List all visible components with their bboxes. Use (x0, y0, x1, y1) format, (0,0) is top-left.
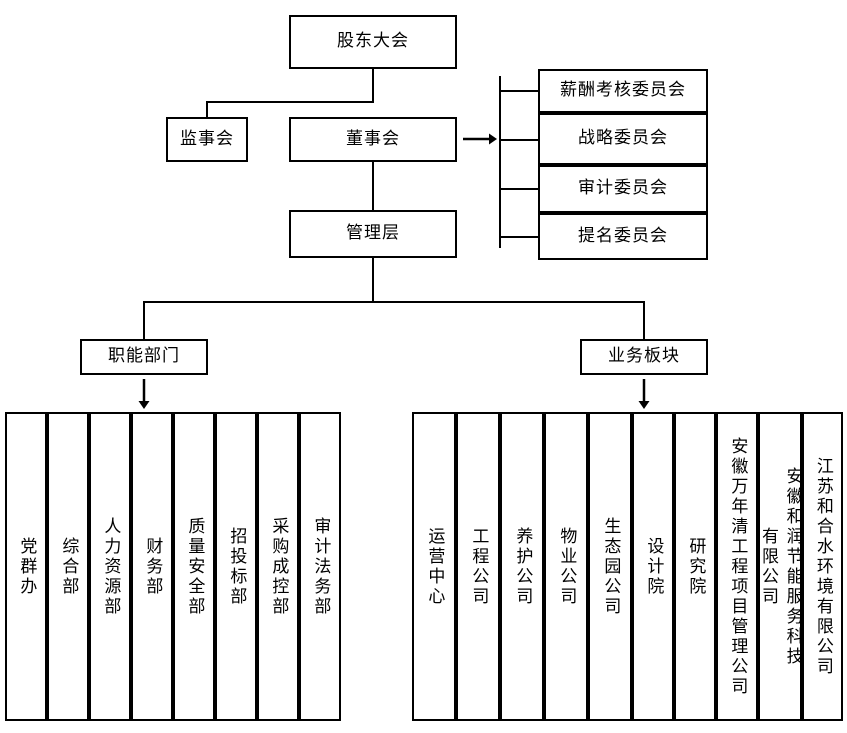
functional-department-label: 人力资源部 (100, 516, 121, 617)
connector-management-split-bar (143, 301, 645, 303)
business-unit-cell[interactable]: 研究院 (674, 412, 716, 721)
node-board-of-supervisors-label: 监事会 (180, 128, 234, 149)
business-unit-label: 安徽和润节能服务科技有限公司 (758, 466, 802, 667)
functional-department-cell[interactable]: 综合部 (47, 412, 89, 721)
node-board-of-directors-label: 董事会 (346, 128, 400, 149)
node-committee-2-label: 审计委员会 (578, 178, 668, 199)
business-unit-label: 养护公司 (512, 526, 533, 607)
functional-department-cell[interactable]: 党群办 (5, 412, 47, 721)
node-board-of-directors[interactable]: 董事会 (289, 117, 457, 162)
node-committee-2[interactable]: 审计委员会 (538, 165, 708, 213)
business-unit-label: 江苏和合水环境有限公司 (812, 456, 833, 677)
arrow-functional-down (138, 379, 150, 409)
business-unit-cell[interactable]: 工程公司 (456, 412, 500, 721)
business-unit-cell[interactable]: 江苏和合水环境有限公司 (802, 412, 843, 721)
functional-department-label: 财务部 (142, 536, 163, 597)
functional-department-cell[interactable]: 招投标部 (215, 412, 257, 721)
node-shareholders-meeting-label: 股东大会 (337, 31, 409, 52)
functional-department-cell[interactable]: 财务部 (131, 412, 173, 721)
functional-department-label: 综合部 (58, 536, 79, 597)
connector-management-down (372, 258, 374, 302)
connector-functional-drop (143, 301, 145, 341)
business-unit-cell[interactable]: 安徽万年清工程项目管理公司 (716, 412, 758, 721)
business-unit-cell[interactable]: 安徽和润节能服务科技有限公司 (758, 412, 802, 721)
node-business-segments-header-label: 业务板块 (608, 346, 680, 367)
arrow-directors-to-committees (463, 133, 497, 145)
functional-department-cell[interactable]: 审计法务部 (299, 412, 341, 721)
node-committee-3[interactable]: 提名委员会 (538, 213, 708, 260)
business-unit-cell[interactable]: 物业公司 (544, 412, 588, 721)
connector-shareholders-bar (206, 101, 374, 103)
connector-supervisors-down (206, 101, 208, 119)
functional-department-label: 审计法务部 (310, 516, 331, 617)
connector-committee-stub-0 (499, 90, 539, 92)
functional-department-cell[interactable]: 采购成控部 (257, 412, 299, 721)
connector-directors-to-management (372, 162, 374, 210)
business-unit-label: 生态园公司 (600, 516, 621, 617)
node-committee-0[interactable]: 薪酬考核委员会 (538, 69, 708, 113)
business-unit-label: 设计院 (643, 536, 664, 597)
business-unit-cell[interactable]: 设计院 (632, 412, 674, 721)
node-committee-0-label: 薪酬考核委员会 (560, 80, 686, 101)
connector-shareholders-down (372, 69, 374, 102)
business-unit-label: 物业公司 (556, 526, 577, 607)
node-committee-1[interactable]: 战略委员会 (538, 113, 708, 165)
node-business-segments-header[interactable]: 业务板块 (580, 339, 708, 375)
business-unit-label: 安徽万年清工程项目管理公司 (727, 436, 748, 697)
functional-department-label: 质量安全部 (184, 516, 205, 617)
connector-committee-stub-2 (499, 188, 539, 190)
connector-business-drop (643, 301, 645, 341)
node-management-label: 管理层 (346, 223, 400, 244)
business-unit-cell[interactable]: 养护公司 (500, 412, 544, 721)
connector-committee-spine (499, 76, 501, 248)
node-committee-3-label: 提名委员会 (578, 225, 668, 246)
node-board-of-supervisors[interactable]: 监事会 (166, 117, 248, 162)
node-committee-1-label: 战略委员会 (578, 128, 668, 149)
business-unit-cell[interactable]: 运营中心 (412, 412, 456, 721)
functional-department-cell[interactable]: 质量安全部 (173, 412, 215, 721)
connector-committee-stub-1 (499, 139, 539, 141)
functional-department-cell[interactable]: 人力资源部 (89, 412, 131, 721)
arrow-business-down (638, 379, 650, 409)
functional-department-label: 采购成控部 (268, 516, 289, 617)
business-unit-cell[interactable]: 生态园公司 (588, 412, 632, 721)
connector-committee-stub-3 (499, 236, 539, 238)
business-unit-label: 研究院 (685, 536, 706, 597)
functional-department-label: 招投标部 (226, 526, 247, 607)
node-functional-departments-header[interactable]: 职能部门 (80, 339, 208, 375)
business-unit-label: 运营中心 (424, 526, 445, 607)
business-unit-label: 工程公司 (468, 526, 489, 607)
functional-department-label: 党群办 (16, 536, 37, 597)
node-shareholders-meeting[interactable]: 股东大会 (289, 15, 457, 69)
node-functional-departments-header-label: 职能部门 (108, 346, 180, 367)
node-management[interactable]: 管理层 (289, 210, 457, 258)
